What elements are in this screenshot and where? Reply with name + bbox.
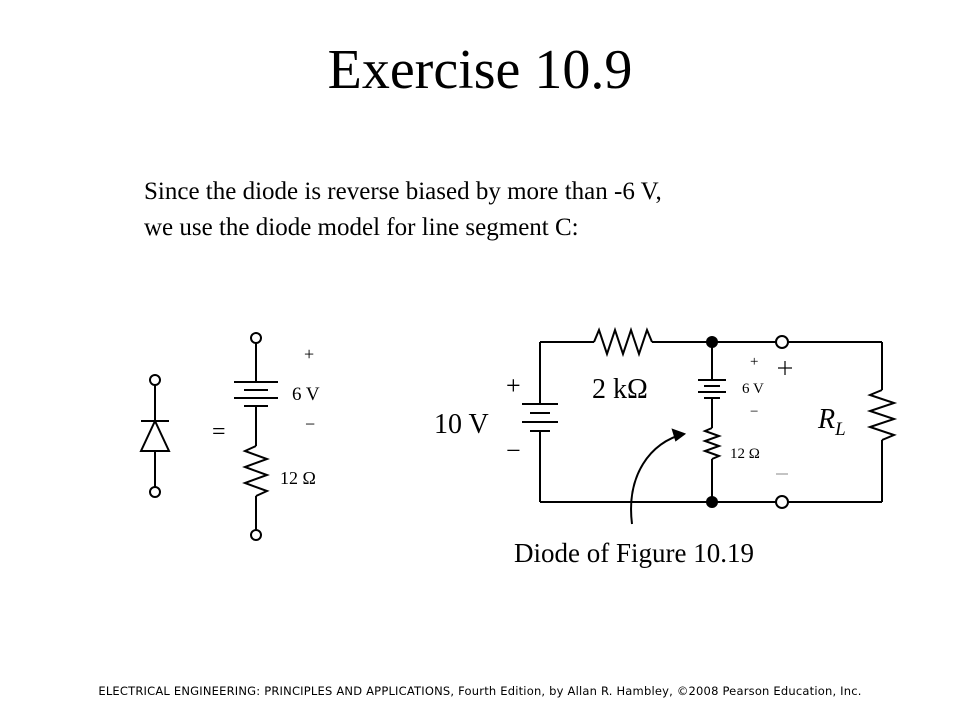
diode-model-branch	[698, 342, 726, 502]
terminal	[775, 495, 789, 509]
body-text: Since the diode is reverse biased by mor…	[144, 174, 904, 246]
model-resistor-label: 12 Ω	[730, 446, 760, 462]
body-text-line: Since the diode is reverse biased by mor…	[144, 178, 662, 205]
voltage-source	[522, 342, 558, 502]
junction-dot	[706, 336, 718, 348]
slide-title: Exercise 10.9	[327, 39, 633, 101]
diode-symbol	[139, 374, 171, 498]
terminal	[775, 335, 789, 349]
footer-credit: ELECTRICAL ENGINEERING: PRINCIPLES AND A…	[98, 684, 862, 698]
plus-sign: +	[304, 344, 314, 364]
model-battery-label: 6 V	[742, 381, 764, 397]
load-resistor	[866, 389, 898, 441]
series-resistor	[593, 326, 653, 358]
battery-resistor-model	[234, 332, 278, 541]
diode-model-figure: = + 6 V − 12 Ω	[139, 332, 320, 541]
series-resistor-label: 2 kΩ	[592, 374, 648, 405]
equals-sign: =	[212, 419, 226, 445]
resistor-label: 12 Ω	[280, 468, 316, 488]
model-plus-sign: +	[750, 354, 758, 370]
caption-arrow	[630, 433, 685, 525]
circuit-figure: + − 10 V 2 kΩ + 6 V − 12 Ω RL Diode of F…	[434, 326, 898, 568]
figure-caption: Diode of Figure 10.19	[514, 538, 754, 568]
load-resistor-label: RL	[817, 404, 846, 440]
source-label: 10 V	[434, 409, 489, 440]
minus-sign: −	[305, 414, 315, 434]
junction-dot	[706, 496, 718, 508]
source-plus-sign: +	[506, 371, 521, 400]
source-minus-sign: −	[506, 436, 521, 465]
body-text-line: we use the diode model for line segment …	[144, 214, 579, 241]
model-minus-sign: −	[750, 404, 758, 420]
battery-label: 6 V	[292, 384, 320, 405]
